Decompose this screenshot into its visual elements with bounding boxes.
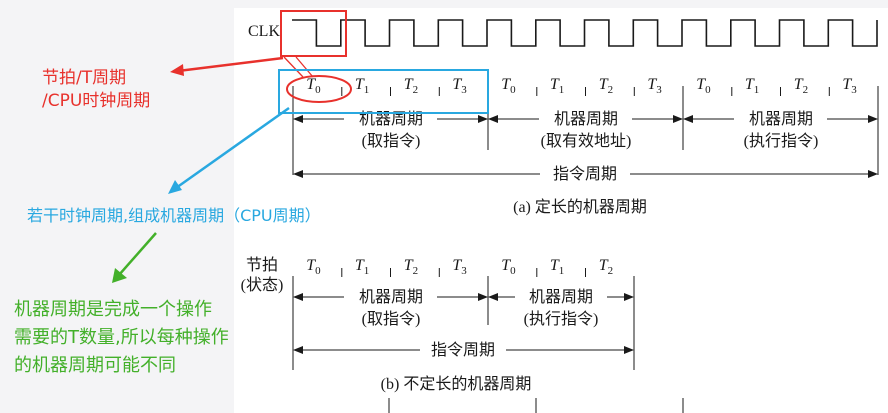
state-label: (状态): [241, 276, 284, 294]
machine-cycle-highlight: [278, 69, 489, 114]
beat-label: 节拍: [246, 256, 278, 274]
clock-period-highlight: [280, 10, 347, 57]
state-label-states-b-2: T2: [404, 257, 418, 277]
state-label-states-b-1: T1: [355, 257, 369, 277]
clk-label: CLK: [248, 23, 280, 40]
state-label-states-b-3: T3: [452, 257, 467, 277]
mc-a-1-sub: (取指令): [362, 132, 421, 150]
state-label-states-a-6: T2: [599, 76, 613, 96]
state-label-states-a-0: T0: [306, 76, 321, 96]
mc-b-1-sub: (取指令): [362, 310, 421, 328]
mc-b-1-label: 机器周期: [359, 288, 423, 306]
state-label-states-a-4: T0: [501, 76, 516, 96]
state-label-states-b-4: T0: [501, 257, 516, 277]
highlight-connector-2: [295, 56, 314, 78]
annotation-blue: 若干时钟周期,组成机器周期（CPU周期）: [27, 206, 321, 225]
mc-a-2-label: 机器周期: [554, 110, 618, 128]
mc-a-2-sub: (取有效地址): [541, 132, 632, 150]
annotation-green-line-2: 需要的T数量,所以每种操作: [14, 327, 229, 348]
blue-arrow-shaft: [175, 106, 290, 190]
clock-waveform: [292, 19, 878, 47]
mc-a-3-label: 机器周期: [749, 110, 813, 128]
state-label-states-a-1: T1: [355, 76, 369, 96]
red-arrow-head: [170, 64, 184, 76]
mc-a-3-sub: (执行指令): [744, 132, 819, 150]
state-label-states-a-10: T2: [794, 76, 808, 96]
state-label-states-a-3: T3: [452, 76, 467, 96]
green-arrow-shaft: [118, 232, 157, 276]
mc-b-2-sub: (执行指令): [524, 310, 599, 328]
mc-b-2-label: 机器周期: [529, 288, 593, 306]
state-label-states-a-2: T2: [404, 76, 418, 96]
state-label-states-a-8: T0: [696, 76, 711, 96]
state-label-states-b-0: T0: [306, 257, 321, 277]
diagram-a: T0 T1 T2 T3 T0 T1 T2 T3 T0 T1 T2 T3 机器周期 (取指令) 机器周期…: [292, 76, 879, 216]
t0-highlight-ellipse: [286, 75, 352, 103]
state-label-states-a-11: T3: [842, 76, 857, 96]
ic-b-label: 指令周期: [431, 341, 495, 359]
state-label-states-a-5: T1: [550, 76, 564, 96]
clock-section: CLK: [248, 19, 878, 47]
annotation-red-line-1: 节拍/T周期: [42, 68, 126, 88]
annotation-layer: [112, 10, 489, 283]
state-label-states-a-9: T1: [745, 76, 759, 96]
annotation-green-line-1: 机器周期是完成一个操作: [14, 299, 212, 320]
annotation-red-line-2: /CPU时钟周期: [42, 91, 150, 111]
figure-paper: [234, 8, 888, 413]
diagram-a-states: T0 T1 T2 T3 T0 T1 T2 T3 T0 T1 T2 T3: [306, 76, 857, 96]
caption-a: (a) 定长的机器周期: [513, 198, 647, 216]
state-label-states-a-7: T3: [647, 76, 662, 96]
state-label-states-b-6: T2: [599, 257, 613, 277]
state-label-states-b-5: T1: [550, 257, 564, 277]
mc-a-1-label: 机器周期: [359, 110, 423, 128]
annotation-green-line-3: 的机器周期可能不同: [14, 355, 176, 376]
diagram-b-states: T0 T1 T2 T3 T0 T1 T2: [306, 257, 613, 277]
annotation-texts: 节拍/T周期 /CPU时钟周期 若干时钟周期,组成机器周期（CPU周期） 机器周…: [14, 68, 321, 376]
diagram-b: 节拍 (状态) T0 T1 T2 T3 T0 T1 T2 机器周期 (取指令) 机器周期 (…: [241, 256, 684, 413]
red-arrow-shaft: [177, 56, 284, 73]
highlight-connector-1: [283, 56, 304, 78]
blue-arrow-head: [168, 180, 182, 194]
ic-a-label: 指令周期: [553, 165, 617, 183]
green-arrow-head: [112, 268, 127, 283]
caption-b: (b) 不定长的机器周期: [381, 375, 532, 393]
